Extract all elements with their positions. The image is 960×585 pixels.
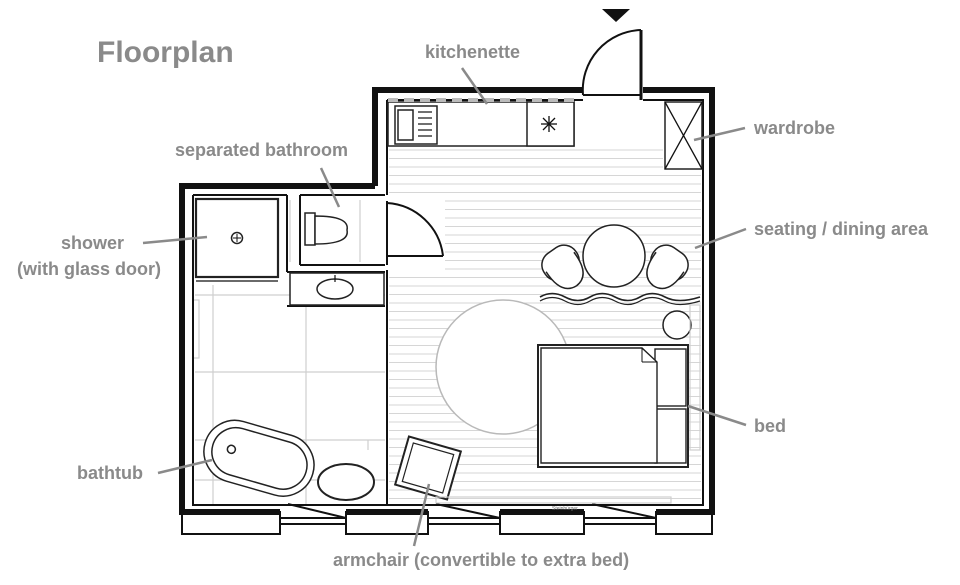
- label-seating-dining: seating / dining area: [754, 219, 929, 239]
- entrance-arrow-icon: [602, 9, 630, 22]
- stove-icon: [541, 116, 557, 132]
- label-separated-bathroom: separated bathroom: [175, 140, 348, 160]
- leader-bathtub: [157, 458, 213, 475]
- bathroom-door: [386, 201, 444, 265]
- washbasin: [289, 272, 385, 306]
- shower-drain-icon: [230, 231, 244, 245]
- label-wardrobe: wardrobe: [753, 118, 835, 138]
- leader-shower: [142, 235, 208, 245]
- label-bed: bed: [754, 416, 786, 436]
- label-armchair: armchair (convertible to extra bed): [333, 550, 629, 570]
- radiator: [435, 496, 672, 504]
- kitchenette-counter: [387, 98, 576, 147]
- shower: [194, 197, 280, 282]
- bed: [537, 344, 689, 468]
- label-shower-note: (with glass door): [17, 259, 161, 279]
- wall-shelf: [689, 304, 701, 451]
- dining-set: [539, 224, 701, 306]
- bathtub: [203, 419, 315, 497]
- side-table: [662, 310, 692, 340]
- signature: Steinbürger: [552, 506, 578, 512]
- label-bathtub: bathtub: [77, 463, 143, 483]
- dining-chair-right: [646, 244, 689, 290]
- label-kitchenette: kitchenette: [425, 42, 520, 62]
- wardrobe: [664, 101, 703, 170]
- toilet: [304, 212, 348, 246]
- leader-seating-dining: [694, 227, 747, 250]
- leader-bed: [687, 404, 747, 427]
- window-1: [280, 503, 347, 525]
- bottom-facade: [181, 503, 713, 535]
- window-2: [428, 503, 501, 525]
- dining-chair-left: [541, 244, 584, 290]
- label-shower: shower: [61, 233, 124, 253]
- entrance-door: [581, 9, 643, 100]
- walls: [179, 87, 715, 536]
- leader-kitchenette: [460, 67, 489, 105]
- leader-wardrobe: [693, 126, 746, 142]
- bath-mat: [317, 463, 375, 501]
- window-3: [584, 503, 657, 525]
- armchair: [393, 435, 463, 501]
- dining-table: [582, 224, 646, 288]
- leader-separated-bathroom: [319, 167, 341, 208]
- leader-armchair: [412, 483, 431, 547]
- page-title: Floorplan: [97, 36, 234, 69]
